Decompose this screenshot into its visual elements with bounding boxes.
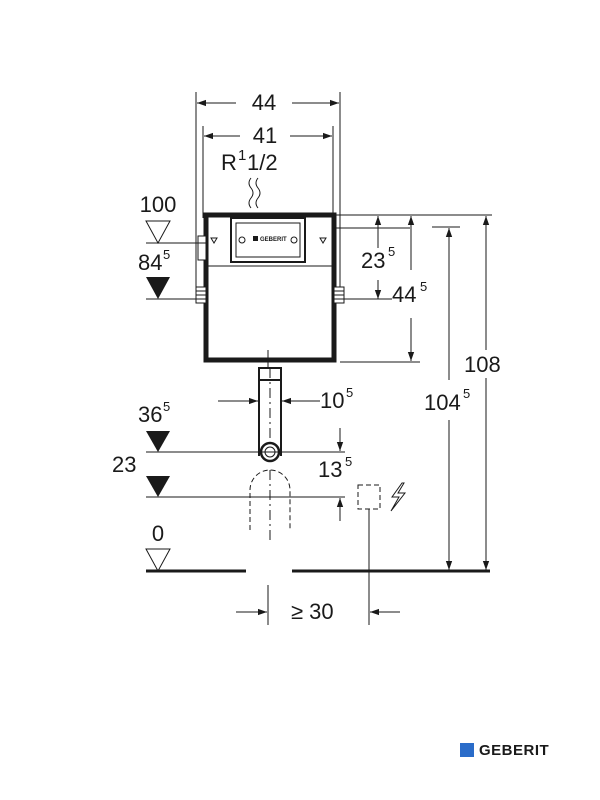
width-44-label: 44 <box>252 90 276 115</box>
connection-fraction-label: 1/2 <box>247 150 278 175</box>
level-100: 100 <box>140 192 206 245</box>
level-84-5: 84 5 <box>138 247 198 300</box>
flush-pipe <box>258 350 282 463</box>
width-dimension-41: 41 <box>202 122 334 218</box>
brand-name: GEBERIT <box>479 741 550 759</box>
water-connection-label: R 1 1/2 <box>221 147 278 175</box>
pipe-width-dimension: 10 5 <box>218 385 353 413</box>
dimension-23-label: 23 <box>361 248 385 273</box>
level-0-label: 0 <box>152 521 164 546</box>
level-100-label: 100 <box>140 192 177 217</box>
width-41-label: 41 <box>253 123 277 148</box>
geberit-logo-icon: GEBERIT <box>253 236 287 243</box>
electrical-box <box>357 484 381 625</box>
dimension-23-sup: 5 <box>388 244 395 259</box>
brand-logo: GEBERIT <box>460 739 549 761</box>
level-36-5: 36 5 <box>138 399 345 453</box>
offset-dimension: ≥ 30 <box>236 585 400 625</box>
height-108-label: 108 <box>464 352 501 377</box>
dimension-13-label: 13 <box>318 457 342 482</box>
svg-text:GEBERIT: GEBERIT <box>260 237 287 243</box>
level-23: 23 <box>112 452 345 498</box>
height-108: 108 <box>464 216 501 570</box>
dimension-23-5: 23 5 <box>334 216 410 300</box>
dimension-44-5: 44 5 <box>334 214 492 363</box>
height-104-5: 104 5 <box>424 226 470 570</box>
dimension-44-sup: 5 <box>420 279 427 294</box>
dimension-13-5: 13 5 <box>318 428 352 521</box>
pipe-width-label: 10 <box>320 388 344 413</box>
cistern: GEBERIT <box>195 212 345 363</box>
level-36-sup: 5 <box>163 399 170 414</box>
pipe-width-sup: 5 <box>346 385 353 400</box>
electrical-icon <box>390 482 407 512</box>
brand-square-icon <box>460 743 474 757</box>
level-84-sup: 5 <box>163 247 170 262</box>
level-23-label: 23 <box>112 452 136 477</box>
connection-one-label: 1 <box>238 147 246 164</box>
level-36-label: 36 <box>138 402 162 427</box>
water-supply-icon <box>248 177 261 209</box>
offset-label: ≥ 30 <box>291 599 334 624</box>
level-0: 0 <box>145 521 490 573</box>
dimension-44-label: 44 <box>392 282 416 307</box>
level-84-label: 84 <box>138 250 162 275</box>
height-104-label: 104 <box>424 390 461 415</box>
connection-thread-label: R <box>221 150 237 175</box>
alternative-outlet-dashed <box>249 469 291 540</box>
width-dimension-44: 44 <box>195 88 341 290</box>
dimension-13-sup: 5 <box>345 454 352 469</box>
height-104-sup: 5 <box>463 386 470 401</box>
